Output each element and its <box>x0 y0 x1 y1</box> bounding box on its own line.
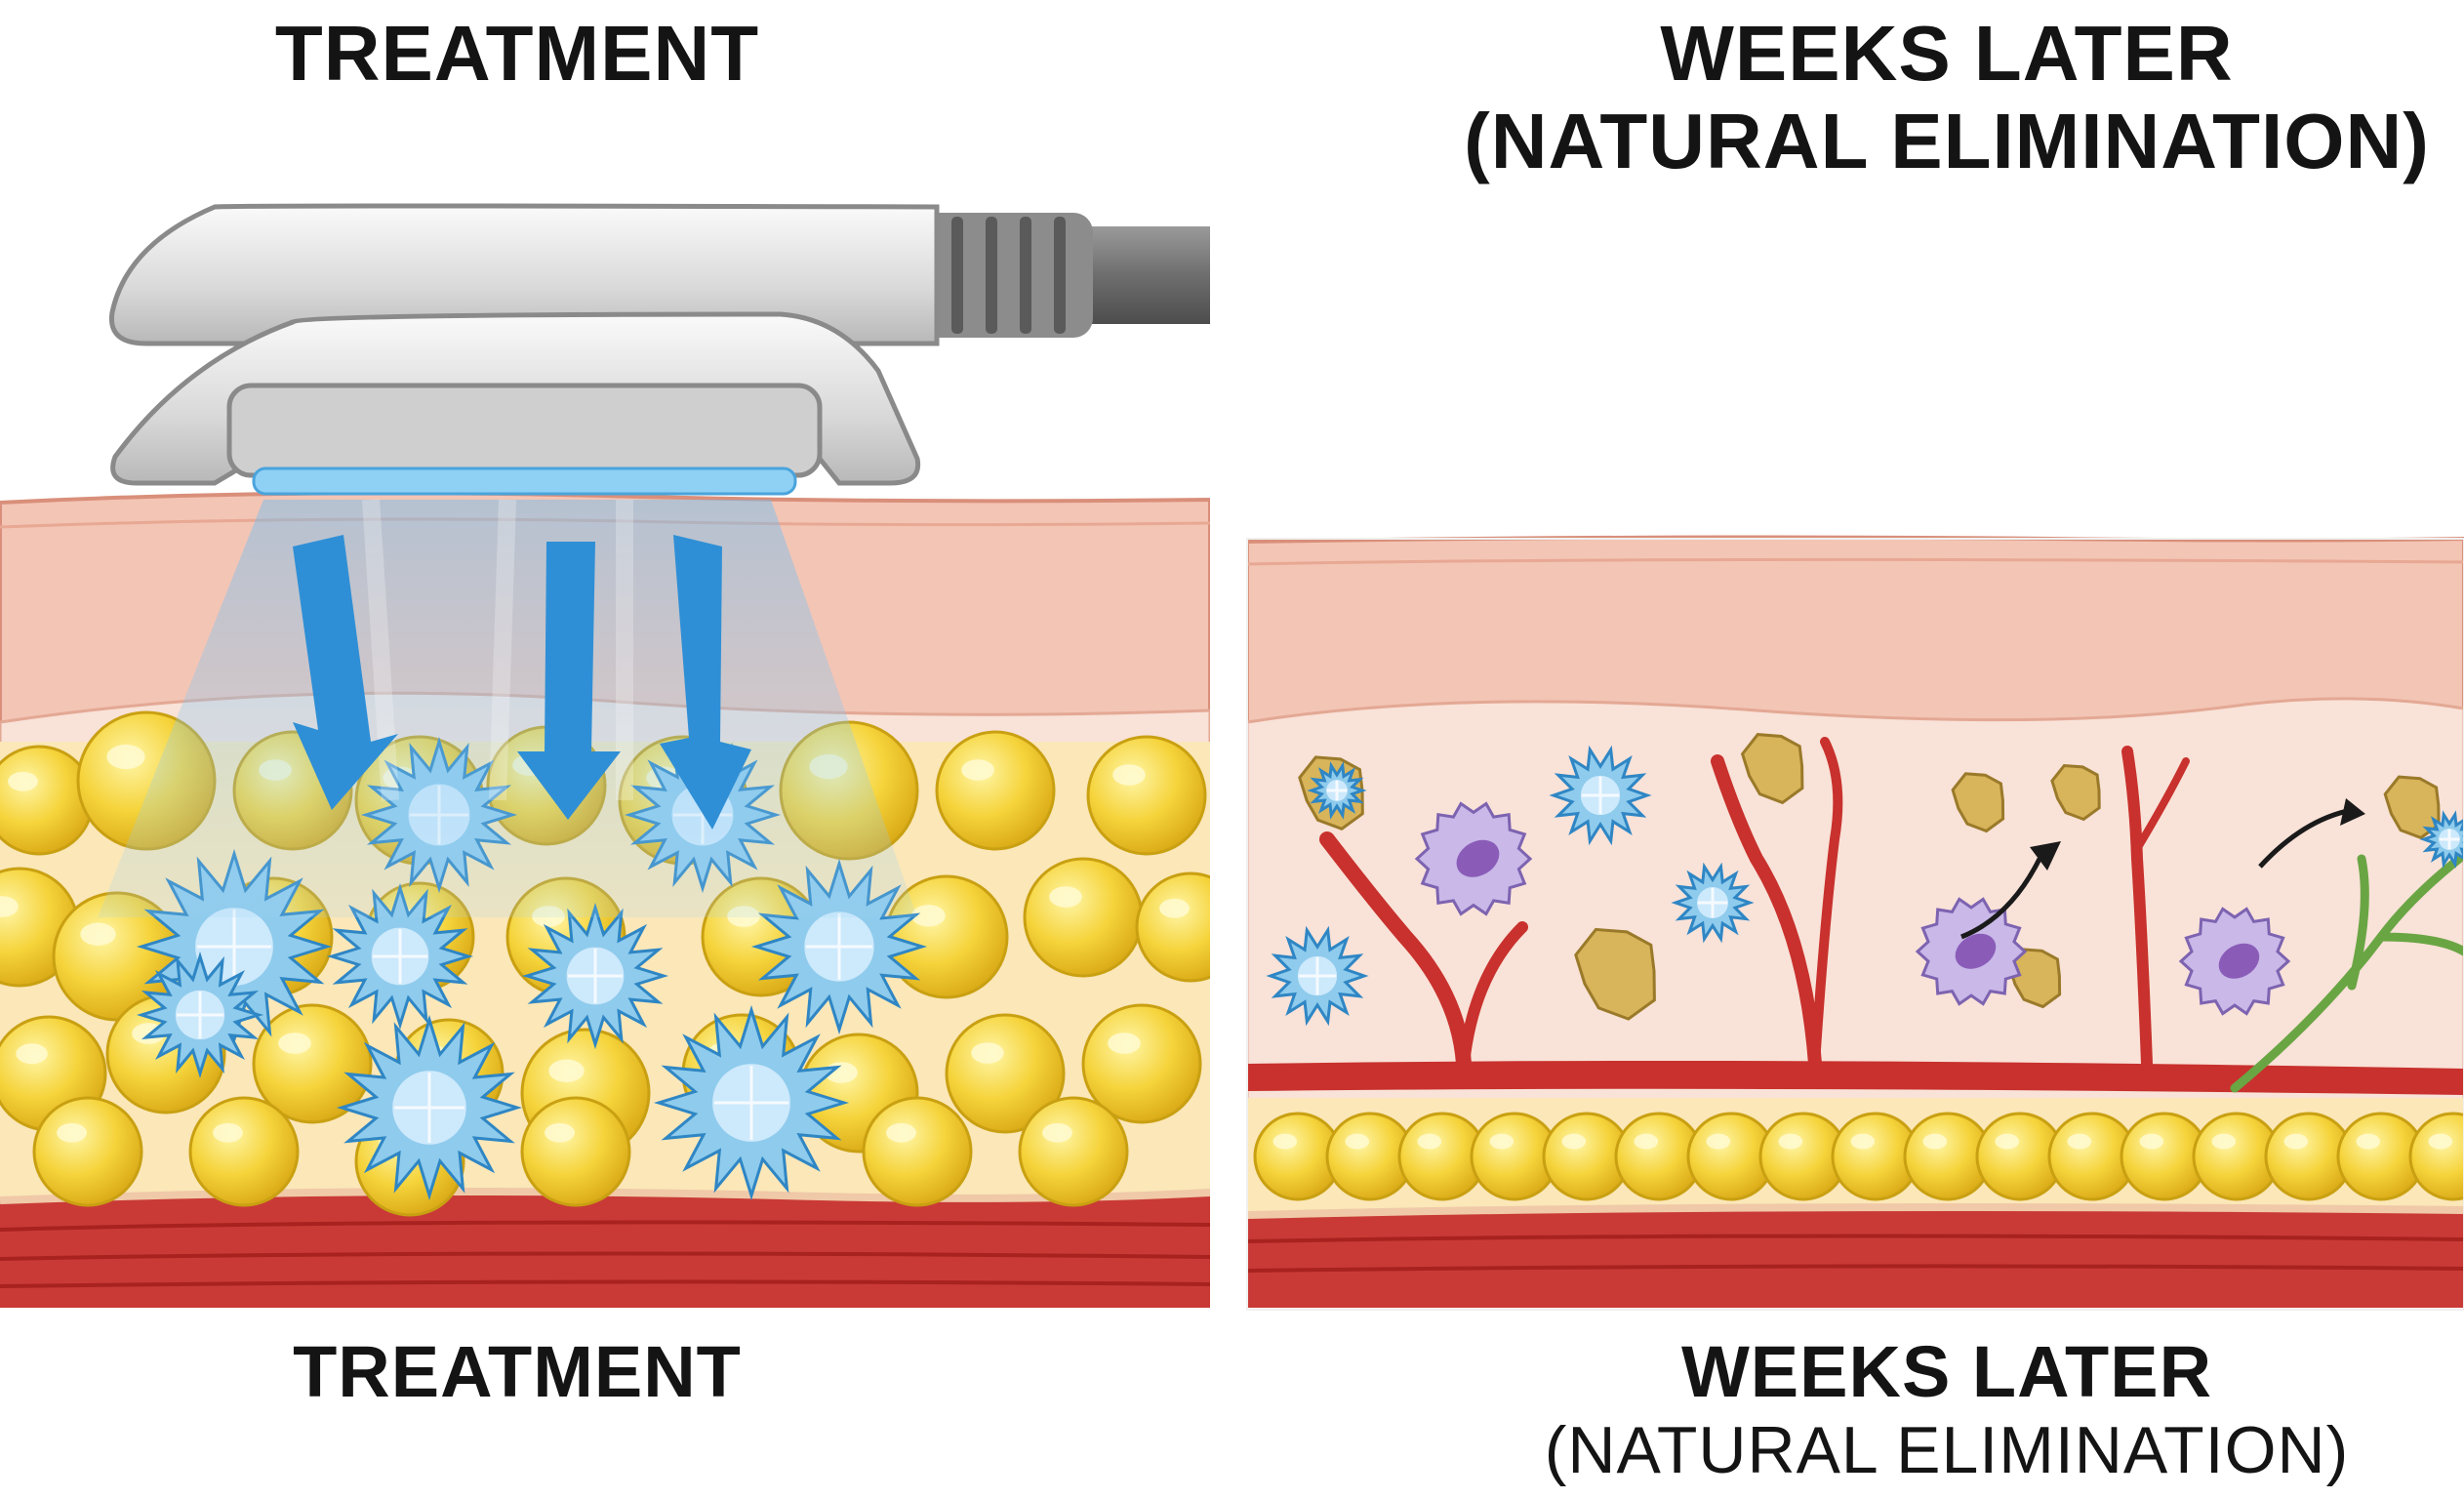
caption-line: (NATURAL ELIMINATION) <box>1544 1412 2350 1487</box>
fat-cell-icon <box>32 1096 143 1207</box>
caption-weeks-later-bottom: WEEKS LATER (NATURAL ELIMINATION) <box>1395 1331 2464 1487</box>
fat-cell-icon <box>1018 1096 1129 1207</box>
caption-weeks-later-top: WEEKS LATER (NATURAL ELIMINATION) <box>1395 10 2464 184</box>
fat-debris-icon <box>1951 772 2005 833</box>
fat-cell-icon <box>2408 1112 2464 1201</box>
fat-cell-icon <box>1081 1003 1202 1124</box>
fat-debris-icon <box>1740 733 1804 805</box>
fat-cell-icon <box>252 1003 373 1124</box>
fat-cells-right <box>1253 1112 2464 1201</box>
fat-cell-icon <box>1023 857 1144 978</box>
muscle-layer <box>1247 1206 2464 1308</box>
muscle-layer <box>0 1192 1210 1308</box>
caption-line: WEEKS LATER <box>1680 1331 2213 1412</box>
transport-arrow-icon <box>1960 807 2353 940</box>
fat-cell-icon <box>520 1096 631 1207</box>
capillary-network <box>1319 737 2190 1072</box>
fat-debris-icon <box>2050 763 2101 822</box>
fat-cell-icon <box>862 1096 973 1207</box>
fat-cell-icon <box>1086 735 1207 856</box>
cold-arrow-icon <box>293 535 751 830</box>
blood-vessel-icon <box>1247 1060 2464 1095</box>
fat-cell-icon <box>0 745 95 856</box>
caption-line: (NATURAL ELIMINATION) <box>1464 97 2430 184</box>
macrophages <box>1414 801 2291 1016</box>
fat-cell-icon <box>945 1013 1066 1134</box>
caption-treatment-bottom: TREATMENT <box>293 1331 742 1412</box>
weeks-later-panel <box>1247 535 2464 1308</box>
cryo-applicator-icon <box>108 203 1210 496</box>
fat-cell-icon <box>1135 871 1210 983</box>
fat-debris-icon <box>1574 927 1656 1021</box>
caption-treatment-top: TREATMENT <box>274 10 760 97</box>
panel-divider <box>1210 488 1247 1317</box>
fat-cell-icon <box>935 730 1056 851</box>
caption-line: WEEKS LATER <box>1660 10 2234 97</box>
fat-cell-icon <box>188 1096 300 1207</box>
lymph-vessel-icon <box>2230 854 2464 1093</box>
ice-crystals-remaining <box>1266 745 2464 1027</box>
